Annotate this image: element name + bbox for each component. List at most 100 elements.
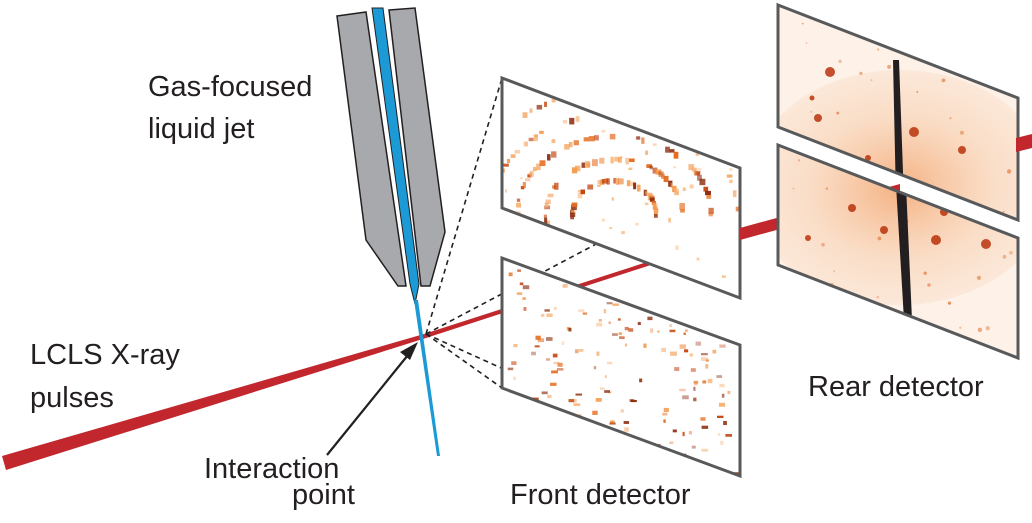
diffraction-spot — [689, 184, 694, 189]
diffuse-speck — [784, 305, 789, 309]
diffraction-spot — [762, 192, 767, 196]
diffuse-speck — [870, 79, 873, 82]
diffraction-spot — [655, 118, 661, 124]
diffuse-speck — [959, 326, 962, 329]
diffraction-spot — [633, 182, 637, 190]
diffuse-speck — [953, 15, 957, 19]
diffraction-spot — [663, 419, 666, 423]
diffraction-spot — [700, 357, 708, 361]
diffraction-spot — [493, 184, 499, 190]
diffraction-spot — [620, 409, 624, 413]
diffraction-spot — [658, 171, 664, 177]
diffraction-spot — [510, 154, 516, 158]
diffraction-spot — [619, 156, 623, 159]
diffraction-spot — [540, 313, 545, 317]
diffuse-speck — [1002, 254, 1007, 259]
diffraction-spot — [658, 94, 664, 99]
diffraction-spot — [561, 341, 565, 345]
diffraction-spot — [621, 231, 625, 235]
diffraction-spot — [645, 150, 648, 155]
diffraction-spot — [700, 131, 704, 136]
bragg-spot — [805, 235, 811, 241]
diffuse-speck — [927, 283, 931, 287]
diffraction-spot — [595, 101, 600, 107]
diffuse-speck — [945, 35, 949, 39]
diffraction-spot — [665, 146, 670, 153]
diffraction-spot — [571, 204, 577, 211]
diffraction-spot — [646, 164, 653, 168]
diffraction-spot — [622, 112, 629, 118]
diffraction-spot — [668, 122, 672, 127]
diffraction-spot — [721, 275, 726, 278]
diffraction-spot — [708, 212, 713, 217]
diffraction-spot — [759, 179, 765, 184]
diffraction-spot — [663, 175, 669, 183]
diffraction-spot — [596, 351, 600, 356]
diffuse-speck — [828, 15, 833, 20]
diffuse-speck — [959, 130, 964, 135]
diffraction-spot — [682, 431, 685, 437]
bragg-spot — [825, 67, 835, 77]
diffraction-spot — [556, 368, 564, 371]
diffraction-spot — [682, 395, 689, 400]
diffraction-spot — [608, 88, 614, 93]
diffuse-speck — [916, 90, 919, 93]
diffraction-spot — [633, 89, 639, 96]
diffraction-spot — [562, 284, 568, 288]
xray-label-line1: LCLS X-ray — [30, 339, 180, 371]
diffraction-spot — [573, 140, 579, 146]
diffraction-spot — [709, 117, 713, 124]
diffraction-spot — [551, 370, 558, 374]
diffraction-spot — [674, 367, 680, 371]
diffraction-spot — [697, 167, 702, 171]
diffraction-spot — [729, 179, 733, 184]
diffuse-speck — [1007, 21, 1010, 24]
diffraction-spot — [753, 166, 759, 170]
liquid-jet-channel — [371, 7, 420, 305]
diffraction-spot — [610, 277, 614, 282]
diffraction-spot — [581, 162, 587, 168]
diffraction-spot — [546, 313, 553, 317]
diffraction-spot — [719, 383, 725, 388]
diffuse-speck — [999, 224, 1002, 227]
diffraction-spot — [642, 114, 649, 120]
diffraction-spot — [583, 90, 588, 96]
diffraction-spot — [610, 156, 614, 164]
diffuse-speck — [922, 36, 926, 40]
diffraction-spot — [588, 136, 595, 142]
diffraction-spot — [689, 353, 694, 357]
diffraction-spot — [723, 420, 727, 426]
diffraction-spot — [721, 126, 728, 133]
diffraction-spot — [697, 174, 702, 181]
diffraction-spot — [662, 120, 667, 127]
diffuse-speck — [923, 271, 927, 275]
diffraction-spot — [575, 165, 581, 172]
nozzle-left-wall — [336, 11, 407, 287]
diffraction-spot — [727, 390, 731, 395]
diffuse-speck — [810, 110, 813, 113]
diffraction-spot — [614, 156, 619, 162]
diffraction-spot — [534, 134, 538, 138]
diffraction-spot — [725, 434, 733, 437]
diffraction-spot — [616, 88, 623, 96]
diffraction-spot — [635, 276, 639, 281]
diffraction-spot — [587, 184, 594, 190]
diffuse-speck — [877, 48, 880, 51]
diffraction-spot — [641, 91, 647, 96]
diffraction-spot — [572, 399, 577, 403]
diffraction-spot — [503, 163, 509, 167]
diffraction-spot — [657, 330, 660, 333]
diffuse-speck — [969, 346, 972, 349]
diffraction-spot — [462, 231, 467, 234]
diffraction-spot — [604, 178, 609, 183]
diffuse-speck — [863, 306, 866, 309]
diffraction-spot — [681, 102, 687, 107]
xray-beam-incoming — [2, 334, 426, 470]
diffraction-spot — [568, 327, 572, 332]
bragg-spot — [909, 127, 919, 137]
diffuse-speck — [1006, 169, 1012, 174]
diffraction-spot — [544, 205, 551, 210]
diffuse-speck — [911, 322, 915, 326]
diffuse-speck — [801, 22, 804, 25]
bragg-spot — [981, 239, 991, 249]
